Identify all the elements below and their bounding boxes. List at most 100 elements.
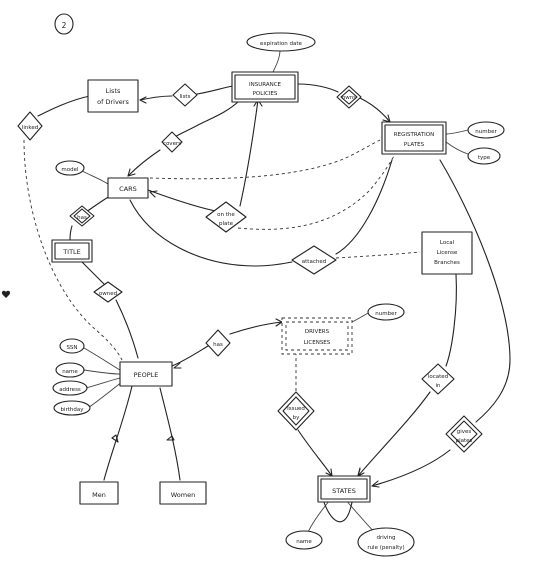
edge-ontheplate-to-registration <box>237 151 397 230</box>
entity-local-license-branches: Local License Branches <box>421 231 473 275</box>
edge-attached-to-registration <box>335 159 393 255</box>
heart-mark-icon <box>1 290 11 298</box>
relationship-label: linked <box>22 125 38 131</box>
entity-box-outer <box>381 121 447 155</box>
relationship-label: owns <box>342 95 356 101</box>
edge-ontheplate-to-insurance <box>239 99 259 207</box>
edge-state-name-attr <box>307 499 331 533</box>
diamond <box>17 111 43 141</box>
attribute-ellipse <box>367 303 405 321</box>
edge-model-attr <box>79 169 109 185</box>
edge-lists-to-insurance <box>196 85 234 95</box>
diamond <box>161 131 183 153</box>
entity-box-inner <box>320 478 368 500</box>
entity-label-line1: INSURANCE <box>249 82 282 88</box>
entity-box <box>421 231 473 275</box>
attribute-label: address <box>59 387 81 393</box>
relationship-owned: owned <box>93 281 123 303</box>
entity-cars: CARS <box>107 177 149 199</box>
attribute-address: address <box>52 380 88 396</box>
attribute-driving-rules: driving rule (penalty) <box>357 527 415 557</box>
entity-box-inner <box>285 321 349 351</box>
relationship-has-license: has <box>205 329 231 357</box>
entity-label: Women <box>171 491 195 499</box>
entity-box-outer <box>317 475 371 503</box>
attribute-ellipse <box>55 160 85 176</box>
entity-insurance-policies: INSURANCE POLICIES <box>231 71 299 103</box>
arrowhead <box>139 96 147 104</box>
edge-issuedby-to-states <box>297 429 333 477</box>
diamond <box>205 329 231 357</box>
relationship-label-line1: located <box>428 374 448 380</box>
attribute-label: birthday <box>60 407 84 413</box>
relationship-label: has <box>77 215 87 221</box>
relationship-owns-plate: owns <box>336 85 362 109</box>
diamond-outer <box>69 205 95 227</box>
entity-label-line1: REGISTRATION <box>394 132 434 138</box>
edge-locatedin-to-states <box>357 391 431 477</box>
attribute-ssn: SSN <box>59 338 85 354</box>
diamond-inner <box>73 208 91 224</box>
edge-cars-to-registration <box>149 139 381 180</box>
entity-lists-of-drivers: Lists of Drivers <box>87 79 139 113</box>
edge-insurance-to-covers <box>169 99 241 141</box>
relationship-located-in: located in <box>421 363 455 395</box>
diamond <box>421 363 455 395</box>
attribute-ellipse <box>357 527 415 557</box>
entity-label: TITLE <box>62 248 81 256</box>
attribute-ellipse <box>285 530 323 550</box>
diamond <box>291 245 337 275</box>
entity-box-outer <box>51 239 93 263</box>
attribute-ellipse <box>467 121 505 139</box>
page-marker-text: 2 <box>62 21 67 30</box>
edge-name-attr <box>83 369 121 375</box>
entity-box <box>119 361 173 387</box>
edge-branches-to-locatedin <box>445 273 457 367</box>
entity-box <box>87 79 139 113</box>
attribute-ellipse <box>55 362 85 378</box>
attribute-label: model <box>61 167 79 173</box>
edge-license-number-attr <box>351 311 371 323</box>
entity-label: CARS <box>119 185 137 193</box>
entity-box <box>79 481 119 505</box>
diamond <box>93 281 123 303</box>
attribute-label: expiration date <box>260 41 302 47</box>
attribute-ellipse <box>52 380 88 396</box>
attribute-reg-type: type <box>467 147 501 165</box>
entity-label-line2: License <box>437 250 458 256</box>
attribute-ellipse <box>53 400 91 416</box>
entity-label-line1: Local <box>440 240 455 246</box>
attribute-label: name <box>62 369 78 375</box>
relationship-label-line1: gives <box>457 429 472 435</box>
entity-drivers-licenses: DRIVERS LICENSES <box>281 317 353 355</box>
entity-box <box>159 481 207 505</box>
diamond-inner <box>450 420 478 448</box>
edge-owned-to-people <box>115 299 139 359</box>
entity-label-line2: LICENSES <box>304 340 331 346</box>
entity-men: Men <box>79 481 119 505</box>
relationship-label-line2: in <box>435 383 441 389</box>
relationship-covers: covers <box>161 131 183 153</box>
attribute-label: name <box>296 539 312 545</box>
page-marker-circle <box>54 13 74 35</box>
entity-label-line2: PLATES <box>404 142 425 148</box>
relationship-gives-plates: gives plates <box>445 415 483 453</box>
edge-registration-to-givesplates <box>439 159 511 423</box>
entity-women: Women <box>159 481 207 505</box>
relationship-has-title: has <box>69 205 95 227</box>
edge-title-to-owned <box>81 261 107 287</box>
edge-people-to-haslicense <box>171 345 209 367</box>
entity-box-outer <box>281 317 353 355</box>
relationship-label: lists <box>180 94 191 100</box>
relationship-label-line2: plate <box>219 221 234 227</box>
edge-linked-to-people <box>23 139 123 361</box>
edge-address-attr <box>85 377 121 389</box>
relationship-issued-by: Issued by <box>277 391 315 431</box>
diamond <box>205 201 247 233</box>
arrowhead <box>173 362 182 369</box>
entity-box-outer <box>231 71 299 103</box>
entity-registration-plates: REGISTRATION PLATES <box>381 121 447 155</box>
attribute-ellipse <box>246 32 316 52</box>
edge-insurance-to-owns <box>297 83 339 93</box>
